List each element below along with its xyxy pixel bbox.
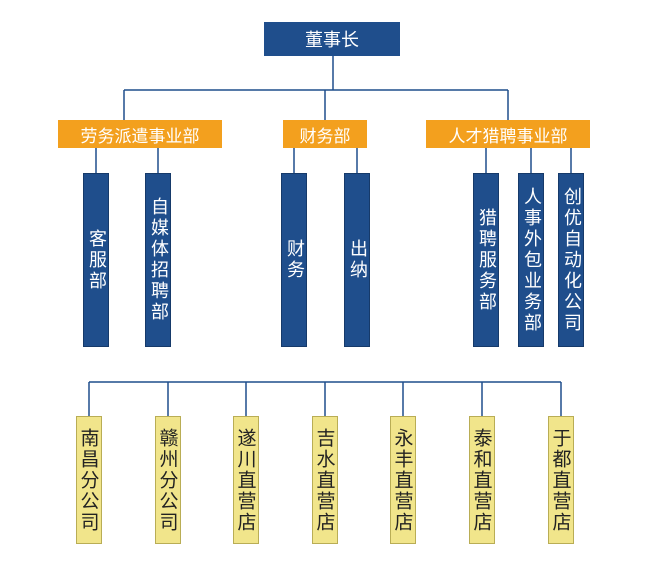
dept-cashier: 出纳 <box>344 173 370 347</box>
branch-label: 遂川直营店 <box>234 427 257 533</box>
branch-yongfeng: 永丰直营店 <box>390 416 416 544</box>
branch-label: 赣州分公司 <box>156 427 179 533</box>
branch-nanchang: 南昌分公司 <box>76 416 102 544</box>
branch-yudu: 于都直营店 <box>548 416 574 544</box>
branch-label: 永丰直营店 <box>391 427 414 533</box>
dept-label: 财务 <box>284 239 305 281</box>
chairman-label: 董事长 <box>305 30 359 51</box>
division-talent-hunting: 人才猎聘事业部 <box>426 120 590 148</box>
dept-media-recruitment: 自媒体招聘部 <box>145 173 171 347</box>
branch-jishui: 吉水直营店 <box>312 416 338 544</box>
branch-suichuan: 遂川直营店 <box>233 416 259 544</box>
dept-customer-service: 客服部 <box>83 173 109 347</box>
dept-label: 出纳 <box>347 239 368 281</box>
dept-hunting-service: 猎聘服务部 <box>473 173 499 347</box>
division-finance: 财务部 <box>283 120 367 148</box>
dept-label: 人事外包业务部 <box>521 186 542 334</box>
branch-ganzhou: 赣州分公司 <box>155 416 181 544</box>
branch-label: 吉水直营店 <box>313 427 336 533</box>
branch-label: 泰和直营店 <box>470 427 493 533</box>
dept-label: 客服部 <box>86 228 107 292</box>
dept-label: 猎聘服务部 <box>476 207 497 313</box>
division-label: 人才猎聘事业部 <box>448 126 568 147</box>
division-label: 劳务派遣事业部 <box>80 126 200 147</box>
division-labor-dispatch: 劳务派遣事业部 <box>58 120 222 148</box>
dept-chuangyou-automation: 创优自动化公司 <box>558 173 584 347</box>
dept-hr-outsourcing: 人事外包业务部 <box>518 173 544 347</box>
dept-finance: 财务 <box>281 173 307 347</box>
branch-label: 南昌分公司 <box>77 427 100 533</box>
chairman-node: 董事长 <box>264 22 400 56</box>
branch-taihe: 泰和直营店 <box>469 416 495 544</box>
dept-label: 创优自动化公司 <box>561 186 582 334</box>
branch-label: 于都直营店 <box>549 427 572 533</box>
dept-label: 自媒体招聘部 <box>148 197 169 323</box>
division-label: 财务部 <box>299 126 351 147</box>
